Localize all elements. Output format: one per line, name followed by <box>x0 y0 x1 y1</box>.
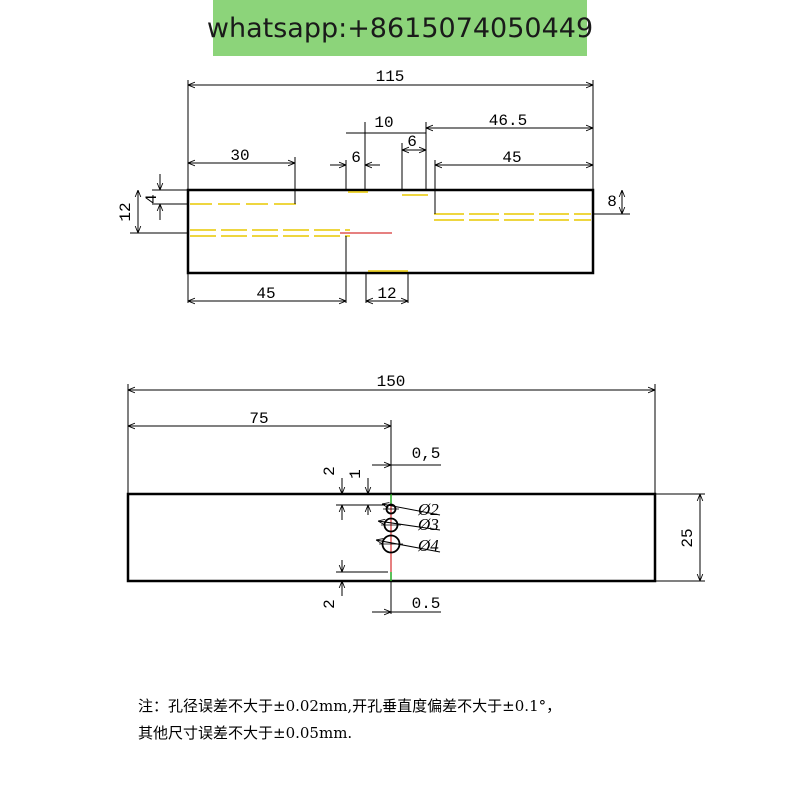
dim-75: 75 <box>249 410 268 428</box>
front-dimension-lines <box>128 390 700 612</box>
dim-2-top: 2 <box>321 466 339 476</box>
front-view <box>126 384 705 614</box>
dim-115: 115 <box>376 68 405 86</box>
dim-0-5-top: 0,5 <box>412 445 441 463</box>
dim-46-5: 46.5 <box>489 112 527 130</box>
dim-150: 150 <box>377 373 406 391</box>
dim-45-bottom: 45 <box>256 285 275 303</box>
dim-45-right: 45 <box>502 149 521 167</box>
dim-6-a: 6 <box>351 149 361 167</box>
top-dimension-lines <box>138 85 622 301</box>
top-dimension-texts: 115 46.5 10 6 6 30 45 4 12 8 45 12 <box>117 68 617 303</box>
dim-6-b: 6 <box>407 133 417 151</box>
dim-12-bottom: 12 <box>377 285 396 303</box>
dim-1: 1 <box>347 469 365 479</box>
watermark-text: whatsapp:+8615074050449 <box>206 12 594 44</box>
dim-2-bottom: 2 <box>321 599 339 609</box>
hole-label-d3: Ø3 <box>417 515 439 534</box>
note-line-2: 其他尺寸误差不大于±0.05mm. <box>138 724 353 742</box>
front-extension-lines <box>127 384 705 614</box>
tolerance-note: 注：孔径误差不大于±0.02mm,开孔垂直度偏差不大于±0.1°， 其他尺寸误差… <box>138 693 738 747</box>
watermark-banner: whatsapp:+8615074050449 <box>207 0 593 56</box>
dim-4: 4 <box>143 194 161 204</box>
dim-10: 10 <box>374 114 393 132</box>
dim-0-5-bottom: 0.5 <box>412 595 441 613</box>
dim-25: 25 <box>679 528 697 547</box>
dim-12-left: 12 <box>117 202 135 221</box>
top-hidden-lines <box>190 191 591 272</box>
hole-label-d2: Ø2 <box>417 500 439 519</box>
front-dimension-texts: 150 75 0,5 2 1 25 2 0.5 Ø2 Ø3 Ø4 <box>249 373 697 613</box>
top-view <box>130 80 630 303</box>
hole-label-d4: Ø4 <box>417 536 439 555</box>
dim-30: 30 <box>230 147 249 165</box>
top-view-outline <box>186 188 595 275</box>
note-line-1: 注：孔径误差不大于±0.02mm,开孔垂直度偏差不大于±0.1°， <box>138 697 562 715</box>
dim-8: 8 <box>607 193 617 211</box>
